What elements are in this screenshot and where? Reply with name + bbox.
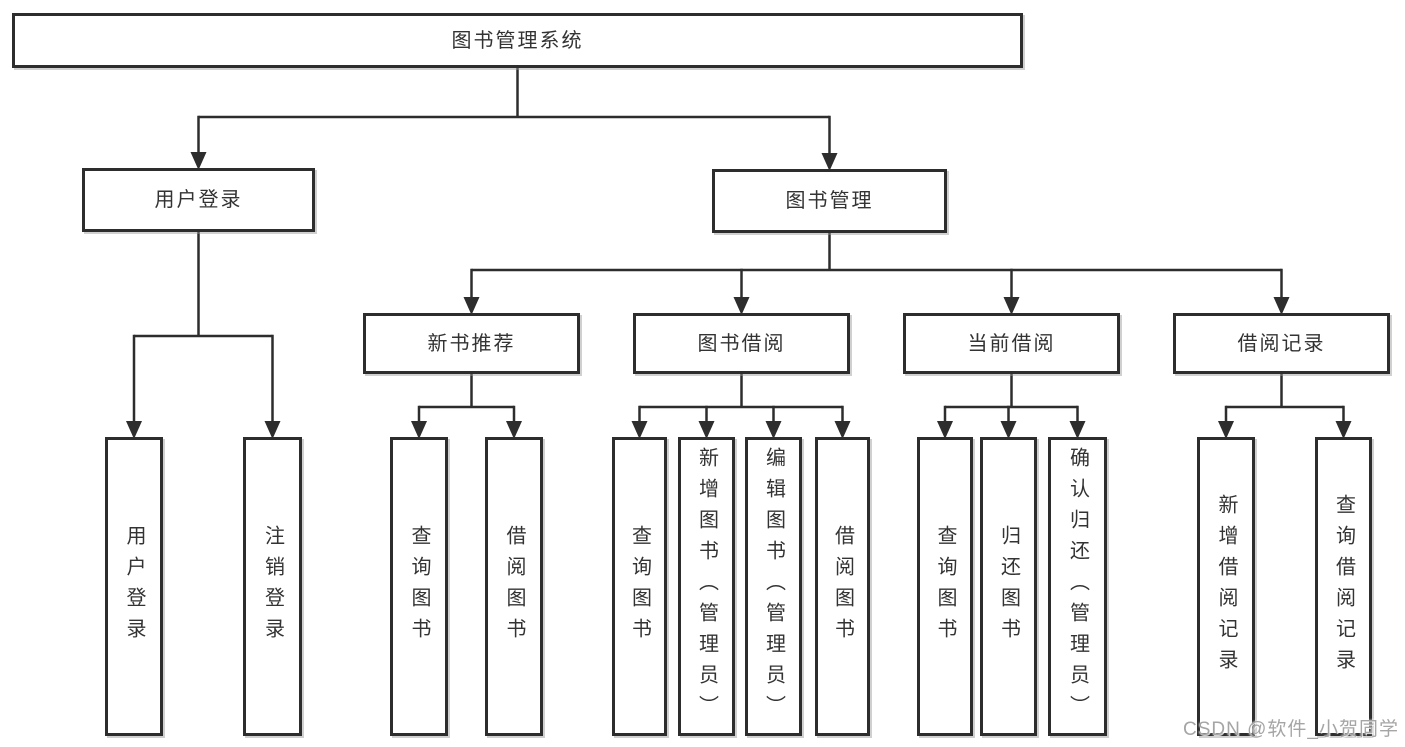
node-root: 图书管理系统 [12,13,1023,68]
node-label: 查询借阅记录 [1332,493,1355,680]
node-current-borrow: 当前借阅 [903,313,1120,374]
arrowhead-icon [264,421,281,439]
node-bb-add-books: 新增图书（管理员） [678,437,735,736]
arrowhead-icon [190,152,207,170]
arrowhead-icon [411,421,427,439]
node-book-mgmt: 图书管理 [712,169,947,233]
arrowhead-icon [126,421,142,439]
node-rec-query-books: 查询图书 [390,437,448,736]
arrowhead-icon [631,421,648,439]
node-rec-borrow-books: 借阅图书 [485,437,543,736]
node-label: 用户登录 [123,524,145,649]
arrowhead-icon [698,421,715,439]
node-logout: 注销登录 [243,437,302,736]
arrowhead-icon [1335,421,1352,439]
node-new-book-rec: 新书推荐 [363,313,580,374]
node-br-add-record: 新增借阅记录 [1197,437,1255,736]
arrowhead-icon [733,297,750,315]
node-label: 归还图书 [997,524,1020,649]
arrowhead-icon [765,421,782,439]
node-label: 查询图书 [408,524,430,649]
node-label: 注销登录 [261,524,284,649]
node-label: 图书借阅 [697,332,786,355]
node-label: 借阅图书 [831,524,854,649]
node-bb-borrow-books: 借阅图书 [815,437,870,736]
node-label: 用户登录 [154,189,243,211]
node-bb-query-books: 查询图书 [612,437,667,736]
arrowhead-icon [834,421,851,439]
arrowhead-icon [463,297,480,315]
arrowhead-icon [1218,421,1234,439]
node-cb-return-books: 归还图书 [980,437,1037,736]
node-cb-confirm-return: 确认归还（管理员） [1048,437,1107,736]
node-user-login: 用户登录 [82,168,315,232]
node-label: 新增图书（管理员） [695,447,718,726]
node-label: 查询图书 [628,524,651,649]
node-label: 新增借阅记录 [1215,493,1237,680]
arrowhead-icon [1003,297,1020,315]
node-label: 借阅记录 [1237,332,1326,355]
arrowhead-icon [1069,421,1086,439]
node-label: 编辑图书（管理员） [762,447,785,726]
node-label: 借阅图书 [503,524,525,649]
arrowhead-icon [937,421,953,439]
node-label: 确认归还（管理员） [1066,447,1089,726]
node-br-query-record: 查询借阅记录 [1315,437,1372,736]
arrowhead-icon [1000,421,1017,439]
node-bb-edit-books: 编辑图书（管理员） [745,437,802,736]
node-label: 新书推荐 [427,332,516,355]
node-label: 图书管理 [785,190,874,212]
node-book-borrow: 图书借阅 [633,313,850,374]
arrowhead-icon [821,153,838,171]
node-label: 图书管理系统 [451,29,584,52]
arrowhead-icon [1273,297,1290,315]
watermark-text: CSDN @软件_小贺同学 [1183,719,1399,740]
arrowhead-icon [506,421,522,439]
node-cb-query-books: 查询图书 [917,437,973,736]
node-label: 当前借阅 [967,332,1056,355]
node-borrow-records: 借阅记录 [1173,313,1390,374]
node-login: 用户登录 [105,437,163,736]
node-label: 查询图书 [934,524,956,649]
